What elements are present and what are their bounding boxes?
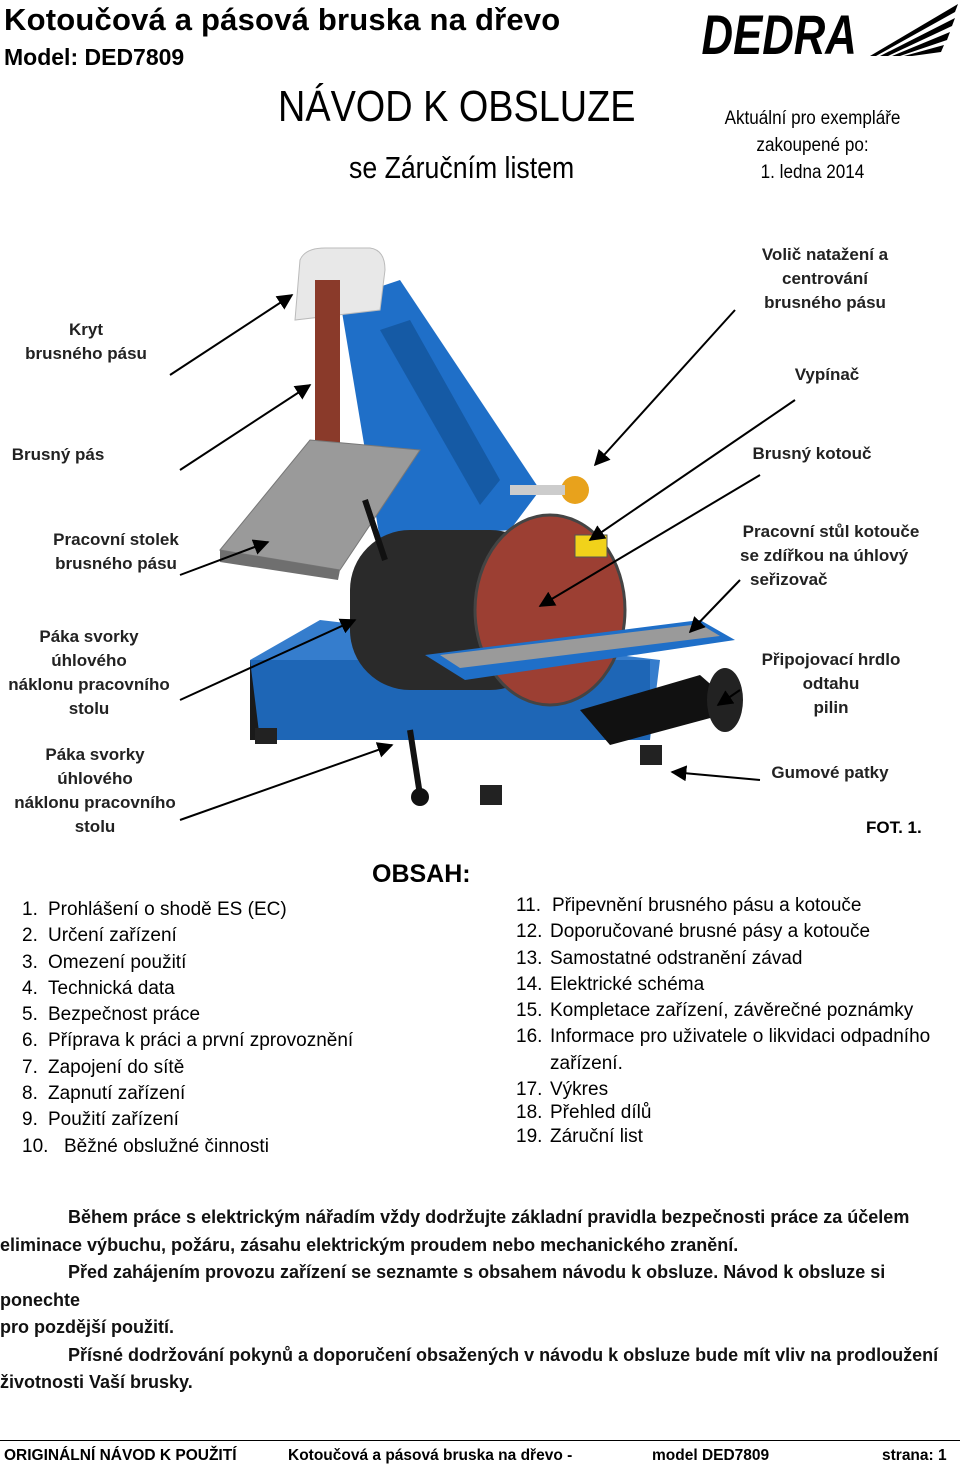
toc-item-continuation: zařízení. <box>550 1052 623 1074</box>
arrow-belt-guard <box>169 294 294 376</box>
arrow-belt-table <box>179 539 270 576</box>
paragraph-1: Během práce s elektrickým nářadím vždy d… <box>0 1207 910 1255</box>
callout-arrows <box>169 294 796 821</box>
belt-arm-inner <box>380 320 500 505</box>
dedra-logo: DEDRA <box>702 4 958 62</box>
manual-title: NÁVOD K OBSLUZE <box>278 82 636 131</box>
sander-illustration <box>219 247 743 806</box>
validity-line-2: zakoupené po: <box>756 135 869 156</box>
toc-item: 12.Doporučované brusné pásy a kotouče <box>516 921 871 943</box>
toc-item: 17.Výkres <box>516 1079 609 1101</box>
arrow-tension <box>593 309 736 467</box>
contents-heading: OBSAH: <box>372 860 471 888</box>
footer-page-number: strana: 1 <box>882 1447 947 1464</box>
arrow-dust-port <box>716 689 741 706</box>
arrow-lever-2 <box>179 742 394 821</box>
toc-item: 6.Příprava k práci a první zprovoznění <box>22 1030 354 1052</box>
toc-item: 3.Omezení použití <box>22 951 187 973</box>
toc-item: 11.Připevnění brusného pásu a kotouče <box>516 895 862 916</box>
validity-line-3: 1. ledna 2014 <box>760 162 865 183</box>
tension-knob <box>561 476 589 504</box>
arrow-belt <box>179 384 312 471</box>
dedra-logo-text: DEDRA <box>702 4 857 62</box>
rubber-foot <box>480 785 502 805</box>
footer-model: model DED7809 <box>652 1447 770 1464</box>
label-rubber-feet: Gumové patky <box>771 763 889 782</box>
footer-original-manual: ORIGINÁLNÍ NÁVOD K POUŽITÍ <box>4 1447 237 1464</box>
label-sanding-disc: Brusný kotouč <box>752 444 872 463</box>
rubber-foot <box>640 745 662 765</box>
arrow-disc <box>538 474 761 607</box>
arrow-feet <box>670 765 761 782</box>
toc-item: 14.Elektrické schéma <box>516 973 705 995</box>
toc-item: 19.Záruční list <box>516 1125 643 1147</box>
paragraph-2: Před zahájením provozu zařízení se sezna… <box>0 1262 886 1337</box>
toc-item: 2.Určení zařízení <box>22 925 177 947</box>
validity-note: Aktuální pro exempláře zakoupené po: 1. … <box>702 105 923 186</box>
toc-item: 13.Samostatné odstranění závad <box>516 947 803 969</box>
toc-item: 16.Informace pro uživatele o likvidaci o… <box>516 1026 931 1048</box>
figure-caption: FOT. 1. <box>866 818 922 837</box>
logo-wing-icon <box>870 4 958 56</box>
contents-list-right: 11.Připevnění brusného pásu a kotouče 12… <box>516 893 930 1150</box>
paragraph-3: Přísné dodržování pokynů a doporučení ob… <box>0 1344 939 1393</box>
label-switch: Vypínač <box>794 365 860 384</box>
document-title: Kotoučová a pásová bruska na dřevo <box>4 2 561 37</box>
toc-item: 15.Kompletace zařízení, závěrečné poznám… <box>516 1000 914 1022</box>
toc-item: 5.Bezpečnost práce <box>22 1004 201 1026</box>
toc-item: 10.Běžné obslužné činnosti <box>22 1135 269 1157</box>
toc-item: 7.Zapojení do sítě <box>22 1056 185 1078</box>
footer-product-name: Kotoučová a pásová bruska na dřevo - <box>288 1447 573 1464</box>
toc-item: 4.Technická data <box>22 977 175 999</box>
toc-item: 9.Použití zařízení <box>22 1109 179 1131</box>
tilt-lever <box>362 499 388 561</box>
toc-item: 1.Prohlášení o shodě ES (EC) <box>22 899 287 920</box>
manual-subtitle: se Záručním listem <box>349 150 575 185</box>
footer-divider <box>0 1440 960 1441</box>
arrow-lever-1 <box>179 618 357 701</box>
safety-intro-text: Během práce s elektrickým nářadím vždy d… <box>0 1204 958 1397</box>
contents-list-left: 1.Prohlášení o shodě ES (EC) 2.Určení za… <box>22 897 353 1160</box>
arrow-switch <box>588 399 796 541</box>
label-sanding-belt: Brusný pás <box>11 445 105 464</box>
validity-line-1: Aktuální pro exempláře <box>724 108 901 129</box>
toc-item: 8.Zapnutí zařízení <box>22 1083 186 1105</box>
rubber-foot <box>255 728 277 744</box>
tilt-lever <box>407 729 423 796</box>
toc-item: 18.Přehled dílů <box>516 1102 652 1124</box>
arrow-disc-table <box>688 579 741 634</box>
dust-port <box>580 675 740 745</box>
belt-work-table <box>219 439 421 571</box>
model-number: Model: DED7809 <box>4 44 185 70</box>
